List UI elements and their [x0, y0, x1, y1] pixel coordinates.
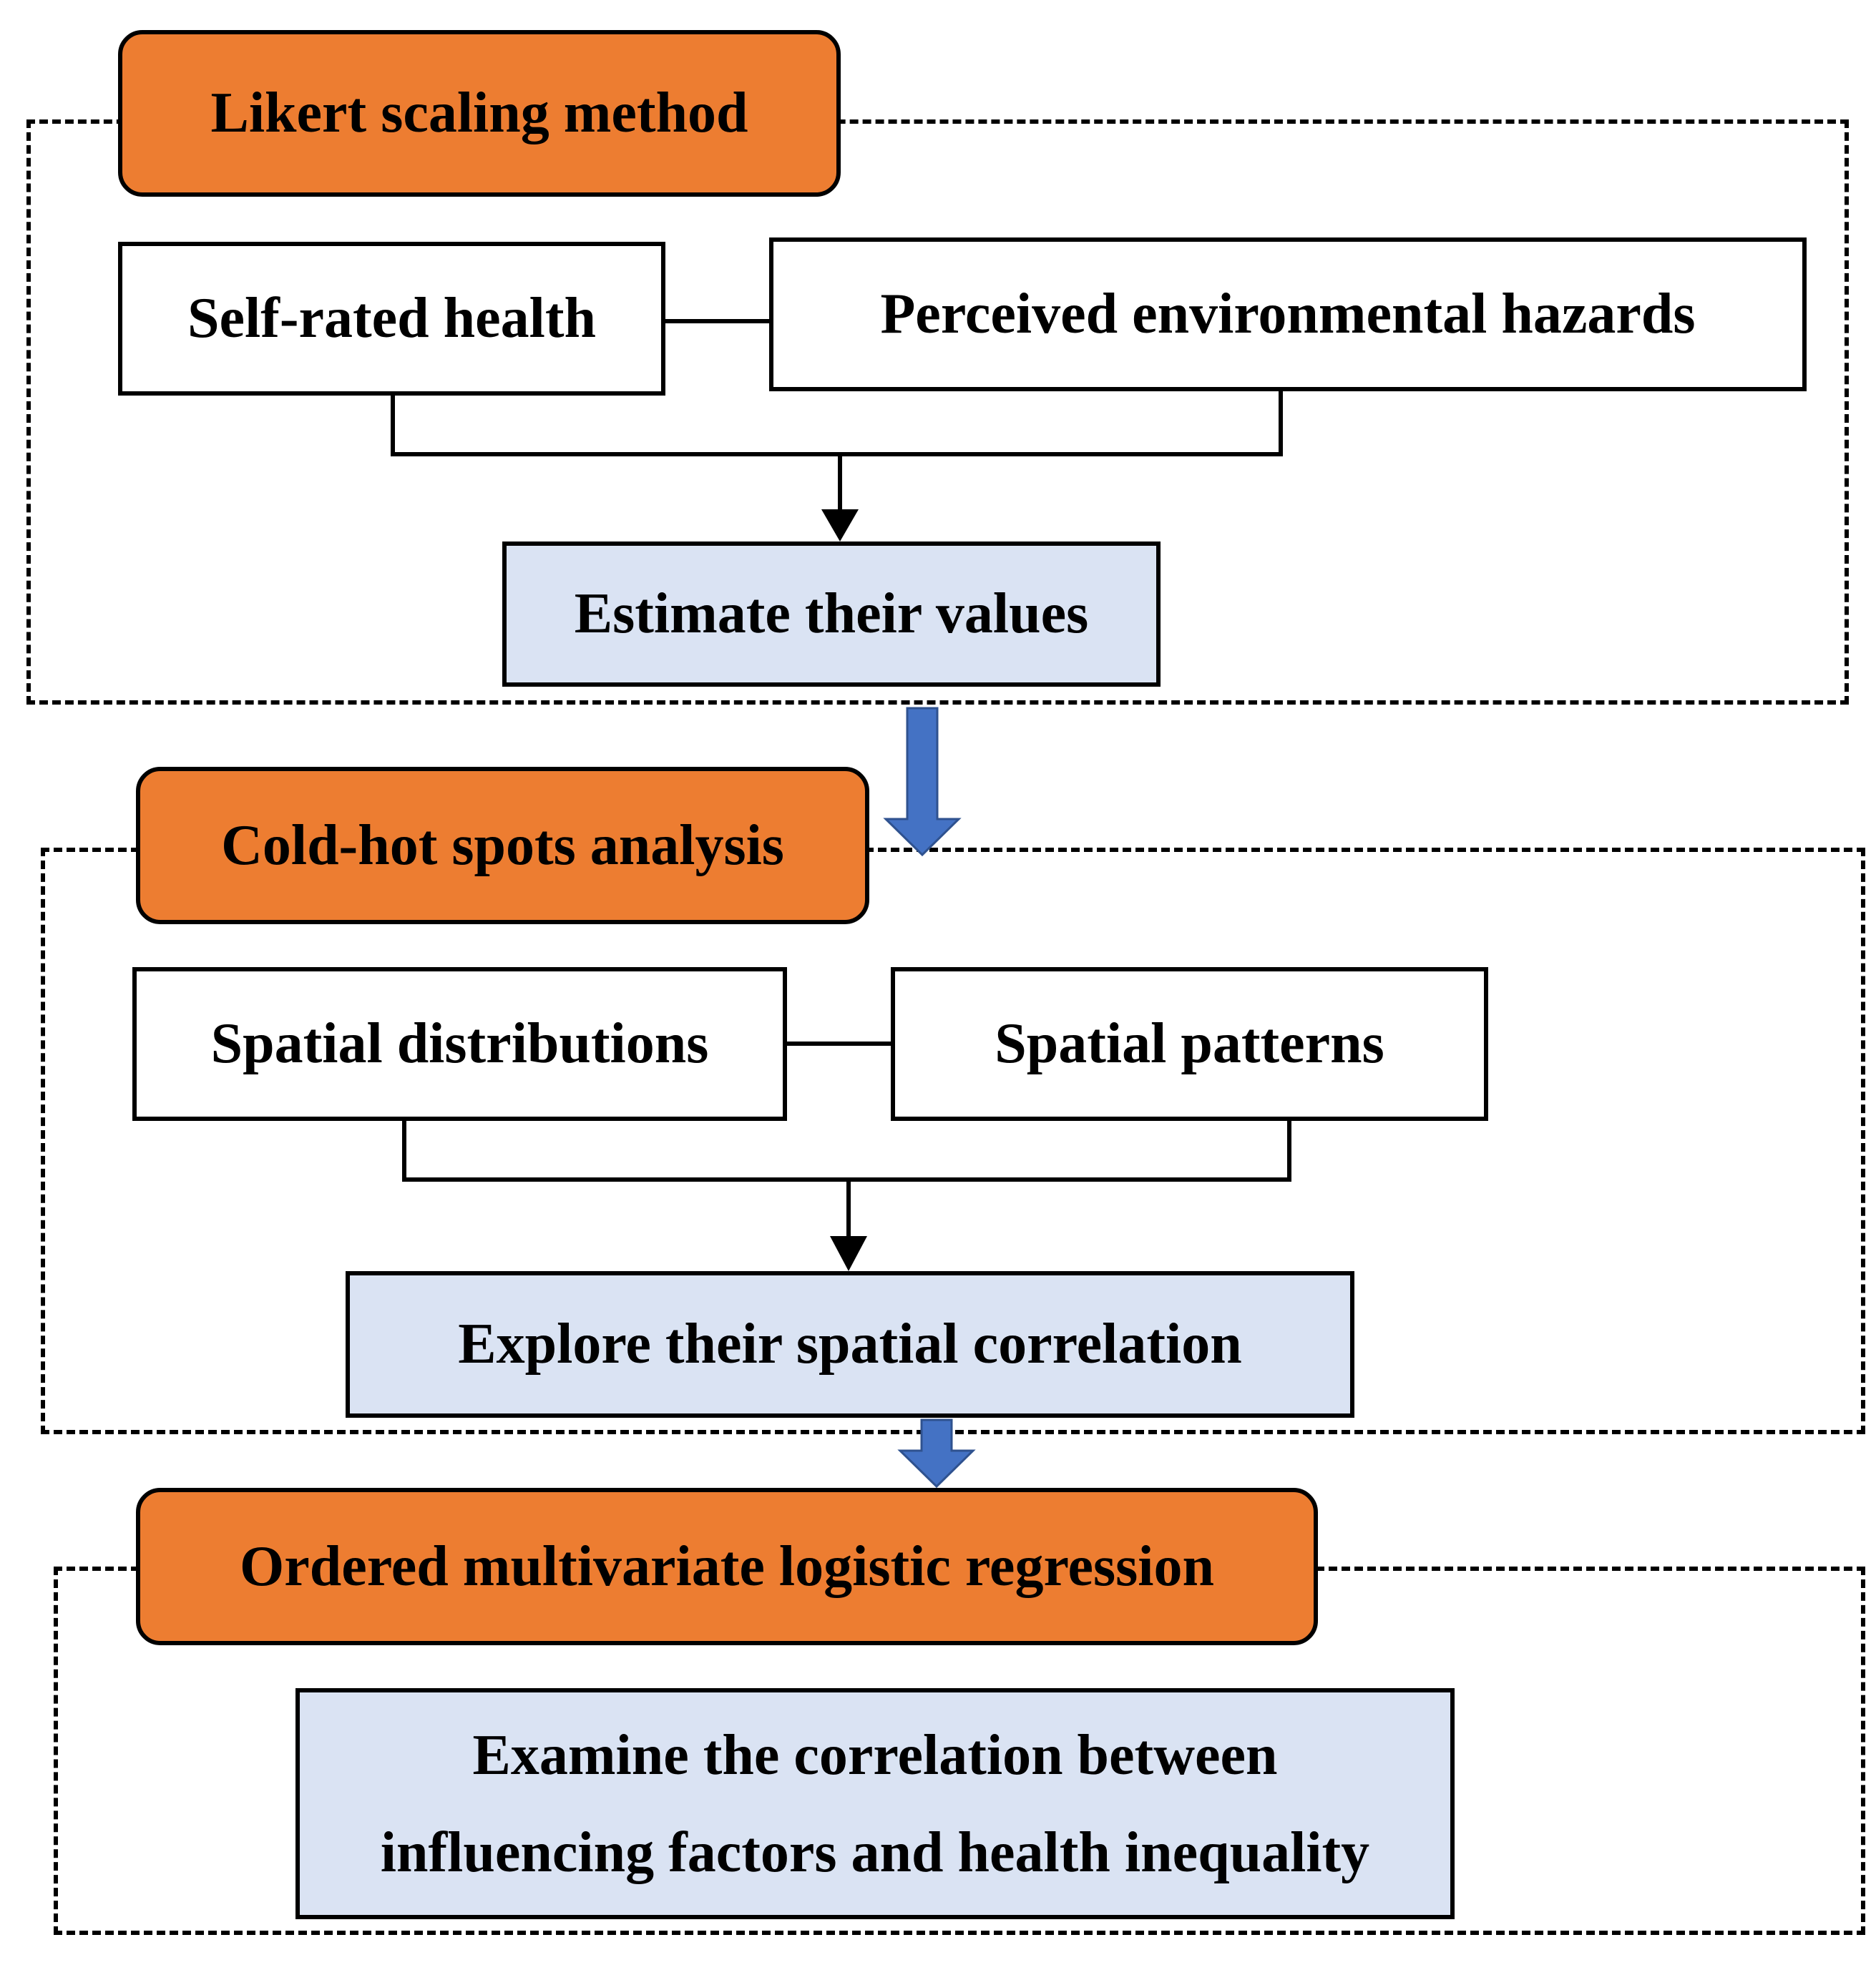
connector-line [1287, 1121, 1291, 1182]
arrowhead-to-estimate [821, 509, 859, 541]
method-label: Likert scaling method [210, 82, 748, 144]
input-label: Self-rated health [187, 287, 596, 350]
cold-hot-spots-analysis-box: Cold-hot spots analysis [136, 767, 869, 924]
ordered-multivariate-logistic-regression-box: Ordered multivariate logistic regression [136, 1488, 1318, 1645]
section-1-frame [26, 119, 1849, 705]
input-label: Spatial distributions [210, 1012, 709, 1075]
spatial-patterns-box: Spatial patterns [891, 967, 1488, 1121]
estimate-their-values-box: Estimate their values [502, 541, 1161, 687]
method-label: Cold-hot spots analysis [221, 813, 784, 877]
examine-correlation-box: Examine the correlation between influenc… [295, 1688, 1455, 1919]
transition-arrow-2 [897, 1418, 976, 1489]
likert-scaling-method-box: Likert scaling method [118, 30, 841, 197]
connector-line [846, 1180, 851, 1238]
connector-line [665, 319, 769, 323]
connector-line [838, 454, 842, 511]
section-2-frame [41, 848, 1865, 1434]
output-label: Estimate their values [574, 582, 1089, 645]
input-label: Perceived environmental hazards [880, 283, 1696, 345]
connector-line [1279, 391, 1283, 456]
self-rated-health-box: Self-rated health [118, 242, 665, 396]
connector-line [787, 1042, 891, 1046]
input-label: Spatial patterns [995, 1012, 1384, 1075]
method-label: Ordered multivariate logistic regression [240, 1534, 1214, 1598]
arrowhead-to-explore [830, 1236, 867, 1271]
connector-line [402, 1121, 406, 1182]
connector-line [391, 396, 395, 456]
perceived-environmental-hazards-box: Perceived environmental hazards [769, 237, 1807, 391]
output-label: Explore their spatial correlation [458, 1313, 1242, 1376]
output-line-1: Examine the correlation between [472, 1723, 1278, 1787]
output-line-2: influencing factors and health inequalit… [380, 1820, 1370, 1884]
connector-line [391, 452, 1283, 456]
spatial-distributions-box: Spatial distributions [132, 967, 787, 1121]
transition-arrow-1 [883, 707, 962, 857]
explore-spatial-correlation-box: Explore their spatial correlation [346, 1271, 1354, 1418]
